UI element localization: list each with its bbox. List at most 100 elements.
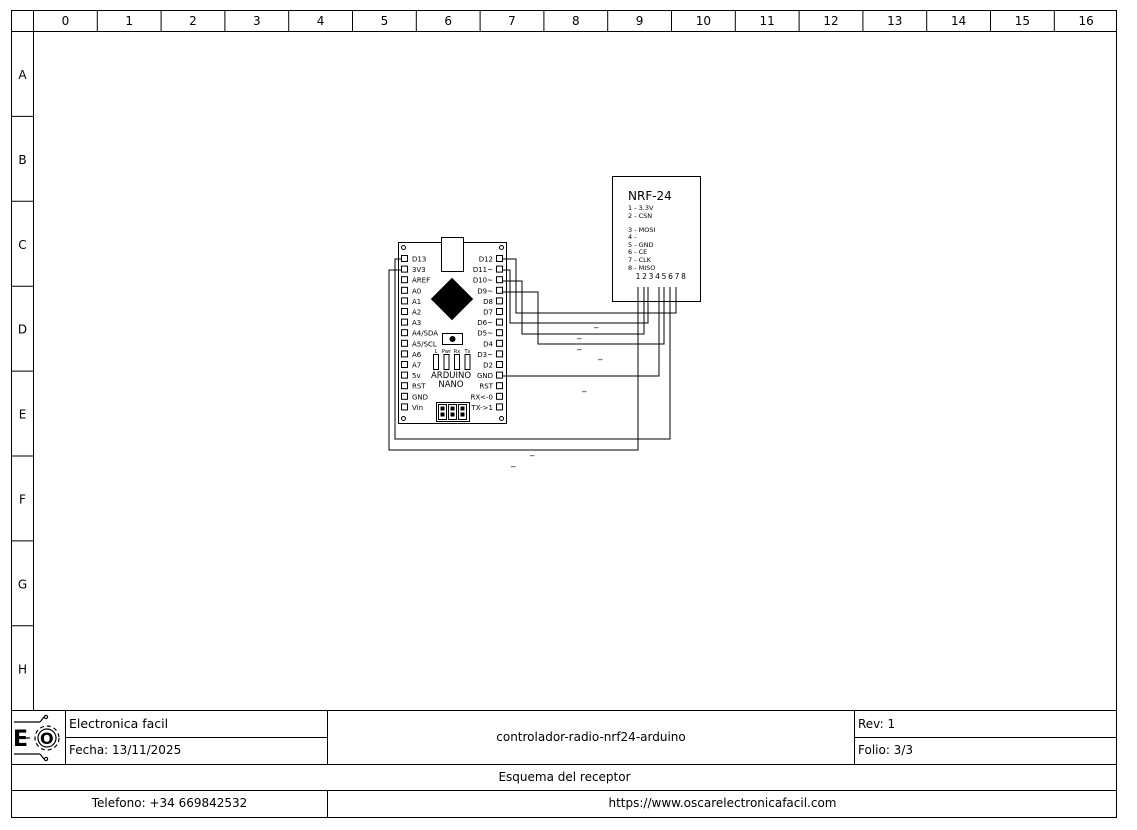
led <box>454 354 460 370</box>
nano-pin-label: RST <box>479 383 493 391</box>
column-header: 6 <box>444 14 452 28</box>
icsp-header <box>436 402 470 422</box>
nano-label-line2: NANO <box>438 380 464 390</box>
pin-pad <box>496 403 503 411</box>
mounting-hole <box>499 245 504 250</box>
column-header: 9 <box>636 14 644 28</box>
column-header: 2 <box>189 14 197 28</box>
pin-pad <box>496 286 503 294</box>
mounting-hole <box>401 416 406 421</box>
nano-pin-label: A6 <box>412 351 422 359</box>
phone-number: Telefono: +34 669842532 <box>91 796 248 810</box>
pin-pad <box>401 297 408 305</box>
nano-pin-label: GND <box>477 372 493 380</box>
wire-label: _ <box>581 383 587 393</box>
column-header: 13 <box>887 14 902 28</box>
pin-pad <box>401 265 408 273</box>
column-header: 1 <box>125 14 133 28</box>
row-header: E <box>19 408 27 422</box>
pin-pad <box>401 276 408 284</box>
nano-usb-connector <box>441 237 464 272</box>
nano-label-line1: ARDUINO <box>431 371 471 381</box>
nano-pin-label: A4/SDA <box>412 330 438 338</box>
pin-pad <box>496 297 503 305</box>
nrf24-pin-number: 4 <box>655 272 660 281</box>
nano-left-pin-header: D133V3AREFA0A1A2A3A4/SDAA5/SCLA6A75vRSTG… <box>401 255 438 412</box>
sheet-description: Esquema del receptor <box>498 770 631 784</box>
column-header: 7 <box>508 14 516 28</box>
nano-pin-label: A3 <box>412 319 421 327</box>
nrf24-pin-number: 2 <box>642 272 647 281</box>
nano-pin-label: D9~ <box>477 287 493 295</box>
wires <box>388 258 677 451</box>
nano-pin-label: A5/SCL <box>412 340 437 348</box>
pin-pad <box>401 255 408 262</box>
nano-chip <box>430 277 474 321</box>
pin-pad <box>401 350 408 358</box>
column-header: 8 <box>572 14 580 28</box>
nano-pin-label: D6~ <box>477 319 493 327</box>
pin-pad <box>401 382 408 390</box>
wire-label: _ <box>576 330 582 340</box>
nrf24-pin-label: 8 - MISO <box>628 264 655 272</box>
nano-pin-label: D5~ <box>477 330 493 338</box>
logo-letter-o: O <box>40 729 54 748</box>
pin-pad <box>496 318 503 326</box>
pin-pad <box>401 403 408 411</box>
nano-pin-label: RX<-0 <box>470 393 493 401</box>
pin-pad <box>496 361 503 368</box>
nrf24-pin-number: 8 <box>681 272 686 281</box>
pin-pad <box>496 339 503 347</box>
wire-net-labels: _ _ _ _ _ _ _ <box>510 319 603 468</box>
logo-letter-e: E <box>13 727 28 752</box>
wire-label: _ <box>576 341 582 351</box>
sheet-frame <box>11 10 1117 818</box>
pin-pad <box>401 371 408 379</box>
drawing-date: Fecha: 13/11/2025 <box>69 743 182 757</box>
wire-label: _ <box>510 458 516 468</box>
nano-pin-label: 5v <box>412 372 421 380</box>
nano-pin-label: D2 <box>483 362 493 370</box>
nrf24-pin-label: 2 - CSN <box>628 212 652 220</box>
pin-pad <box>496 329 503 337</box>
nano-pin-label: 3V3 <box>412 266 426 274</box>
column-header: 10 <box>696 14 711 28</box>
wire-3v3 <box>388 269 639 451</box>
led <box>443 354 450 370</box>
nano-pin-label: A7 <box>412 362 421 370</box>
nano-pin-label: D13 <box>412 256 426 264</box>
pin-pad <box>401 361 408 368</box>
reset-button-dot <box>449 336 456 342</box>
mounting-hole <box>401 245 406 250</box>
nrf24-pin-label: 3 - MOSI <box>628 226 655 234</box>
nano-pin-label: A2 <box>412 309 421 317</box>
wire-d11 <box>503 269 649 324</box>
wire-label: _ <box>597 351 603 361</box>
column-header: 4 <box>317 14 325 28</box>
nano-pin-label: D10~ <box>473 277 493 285</box>
mounting-hole <box>499 416 504 421</box>
company-name: Electronica facil <box>69 716 169 731</box>
website-link[interactable]: https://www.oscarelectronicafacil.com <box>608 796 837 810</box>
row-header: H <box>18 662 27 676</box>
nrf24-pin-number: 1 <box>636 272 641 281</box>
pin-pad <box>401 308 408 315</box>
nano-pin-label: A0 <box>412 287 421 295</box>
led <box>433 354 439 370</box>
company-logo: E O <box>13 714 60 762</box>
nano-right-pin-header: D12D11~D10~D9~D8D7D6~D5~D4D3~D2GNDRSTRX<… <box>470 255 503 412</box>
column-header: 16 <box>1079 14 1094 28</box>
folio: Folio: 3/3 <box>858 743 913 757</box>
pin-pad <box>496 382 503 390</box>
led-label: Rx <box>454 349 460 355</box>
wire-gnd <box>503 287 660 377</box>
nano-pin-label: GND <box>412 393 428 401</box>
row-header: D <box>18 323 27 337</box>
column-header: 14 <box>951 14 966 28</box>
pin-pad <box>401 318 408 326</box>
pin-pad <box>496 350 503 358</box>
pin-pad <box>496 255 503 262</box>
